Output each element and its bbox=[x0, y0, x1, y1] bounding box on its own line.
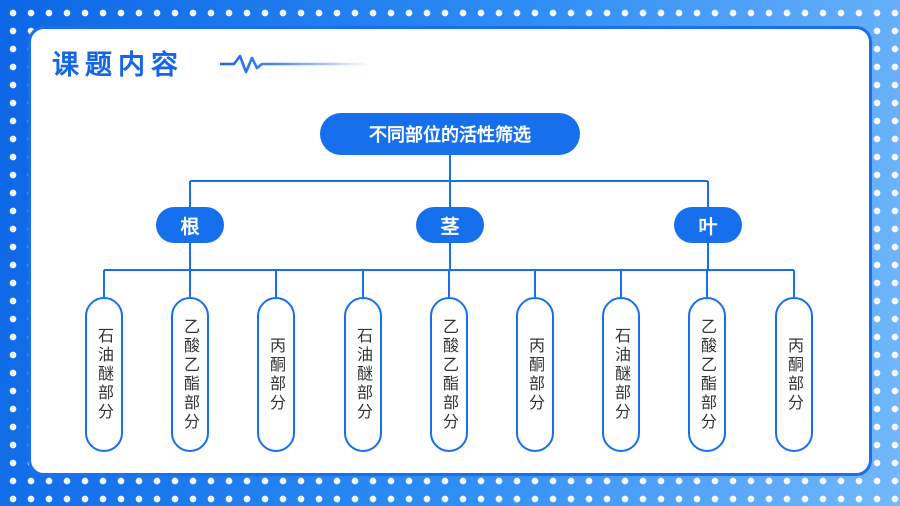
leaf-node-leaf-petroleum-ether: 石油醚部分 bbox=[602, 297, 640, 452]
pulse-line-icon bbox=[220, 54, 370, 74]
leaf-label: 乙酸乙酯部分 bbox=[698, 317, 717, 432]
branch-node-stem: 茎 bbox=[416, 207, 484, 243]
leaf-label: 石油醚部分 bbox=[95, 327, 114, 422]
leaf-node-stem-acetone: 丙酮部分 bbox=[516, 297, 554, 452]
leaf-node-stem-petroleum-ether: 石油醚部分 bbox=[344, 297, 382, 452]
leaf-node-leaf-acetone: 丙酮部分 bbox=[775, 297, 813, 452]
leaf-label: 乙酸乙酯部分 bbox=[181, 317, 200, 432]
branch-label: 茎 bbox=[440, 215, 460, 238]
leaf-label: 丙酮部分 bbox=[267, 336, 286, 413]
leaf-node-root-acetone: 丙酮部分 bbox=[257, 297, 295, 452]
branch-label: 叶 bbox=[698, 215, 718, 238]
leaf-node-leaf-ethyl-acetate: 乙酸乙酯部分 bbox=[688, 297, 726, 452]
root-node: 不同部位的活性筛选 bbox=[320, 113, 580, 155]
leaf-label: 丙酮部分 bbox=[526, 336, 545, 413]
leaf-node-stem-ethyl-acetate: 乙酸乙酯部分 bbox=[430, 297, 468, 452]
leaf-label: 石油醚部分 bbox=[354, 327, 373, 422]
branch-label: 根 bbox=[180, 215, 200, 238]
root-node-label: 不同部位的活性筛选 bbox=[369, 125, 531, 146]
leaf-label: 乙酸乙酯部分 bbox=[440, 317, 459, 432]
leaf-label: 丙酮部分 bbox=[785, 336, 804, 413]
branch-node-root: 根 bbox=[156, 207, 224, 243]
page-title: 课题内容 bbox=[52, 50, 184, 81]
leaf-node-root-petroleum-ether: 石油醚部分 bbox=[85, 297, 123, 452]
branch-node-leaf: 叶 bbox=[674, 207, 742, 243]
leaf-node-root-ethyl-acetate: 乙酸乙酯部分 bbox=[171, 297, 209, 452]
leaf-label: 石油醚部分 bbox=[612, 327, 631, 422]
